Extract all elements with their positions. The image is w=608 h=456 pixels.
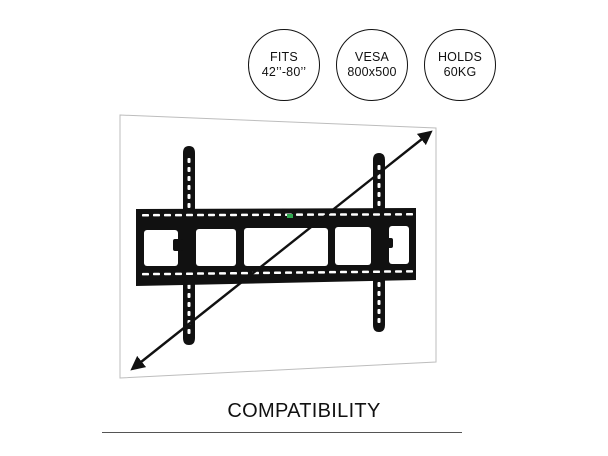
- heading-underline: [102, 432, 462, 433]
- section-heading: COMPATIBILITY: [227, 400, 381, 422]
- vesa-badge-label: VESA: [354, 50, 390, 64]
- wall-plate: [136, 208, 416, 286]
- diagonal-size-arrow: [130, 130, 433, 371]
- fits-badge-label: FITS: [270, 50, 298, 64]
- holds-badge-label: HOLDS: [437, 50, 483, 64]
- level-indicator: [287, 214, 293, 218]
- left-lock-knob: [173, 239, 183, 251]
- holds-badge-value: 60KG: [443, 65, 477, 79]
- fits-badge-value: 42’’-80’’: [261, 65, 307, 79]
- vesa-badge-value: 800x500: [347, 65, 397, 79]
- vesa-badge: VESA 800x500: [336, 29, 408, 101]
- fits-size-badge: FITS 42’’-80’’: [248, 29, 320, 101]
- holds-weight-badge: HOLDS 60KG: [424, 29, 496, 101]
- right-lock-knob: [385, 238, 393, 248]
